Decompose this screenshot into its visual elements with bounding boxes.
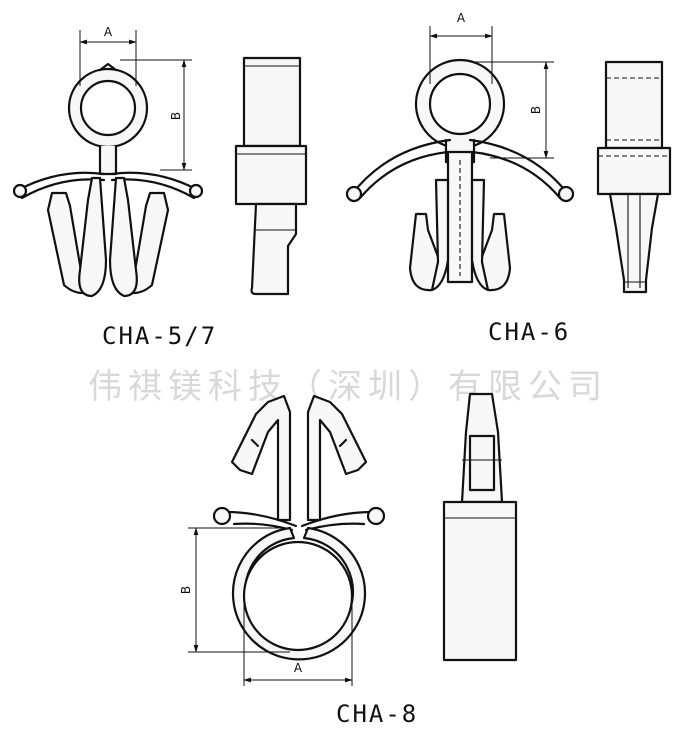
cha-6-left-arm <box>350 138 452 196</box>
cha-6-label: CHA-6 <box>488 318 570 346</box>
cha-8-ring-inner <box>242 540 354 652</box>
cha-8-dim-a: A <box>294 661 303 675</box>
cha-6-dim-a: A <box>457 11 466 25</box>
cha-8-right-upper-leg <box>306 394 368 522</box>
cha-5-7-right-arm <box>110 171 200 192</box>
cha-5-7-left-arm <box>16 171 106 192</box>
cha-5-7-side-view <box>234 56 308 296</box>
cha-8-dim-b: B <box>179 586 193 594</box>
cha-5-7-ring-inner <box>79 79 137 137</box>
cha-6-side-view <box>596 60 672 294</box>
cha-5-7-dim-a: A <box>104 25 113 39</box>
cha-8-left-arm <box>224 510 298 528</box>
cha-5-7-front-view: A B <box>12 25 204 298</box>
watermark-text: 伟祺镁科技（深圳）有限公司 <box>88 367 608 407</box>
cha-6-dim-b: B <box>529 106 543 114</box>
cha-8-label: CHA-8 <box>336 700 418 728</box>
cha-8-front-view: A B <box>179 394 386 686</box>
cha-5-7-label: CHA-5/7 <box>102 322 217 350</box>
cha-6-ring-inner <box>428 72 492 136</box>
cha-8-right-arm <box>300 510 374 528</box>
cha-8-side-view <box>442 392 518 662</box>
cha-8-left-upper-leg <box>230 394 292 522</box>
cha-6-front-view: A B <box>345 11 575 292</box>
cha-5-7-dim-b: B <box>169 112 183 120</box>
